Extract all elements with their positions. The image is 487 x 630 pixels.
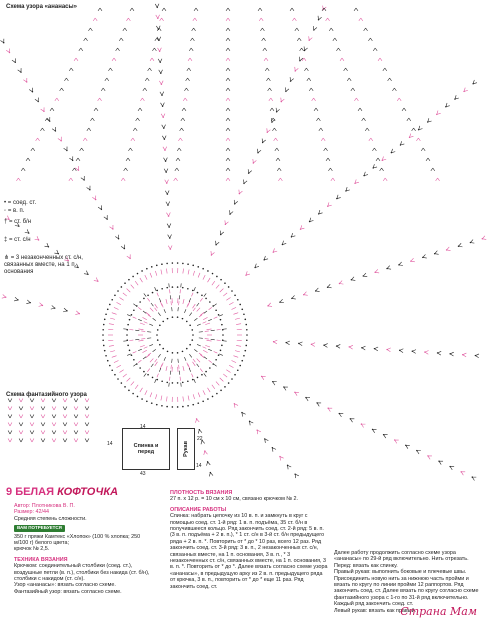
ananas-chart-title: Схема узора «ананасы»	[6, 4, 77, 10]
dim-height: 14	[107, 441, 113, 447]
chain-stitch-icon: ◦	[4, 208, 7, 214]
cluster-stitch-icon: ⋔	[4, 255, 10, 261]
article-continue: Далее работу продолжить согласно схеме у…	[334, 550, 479, 614]
legend-row-chain: ◦ = в. п.	[4, 208, 25, 214]
legend-row-dc: ‡ = ст. с/н	[4, 237, 31, 243]
legend-row-slip: • = соед. ст.	[4, 200, 37, 206]
dim-width: 43	[140, 471, 146, 477]
dim-sleeve-bottom: 14	[196, 463, 202, 469]
dim-top: 14	[140, 424, 146, 430]
double-crochet-icon: ‡	[4, 237, 8, 243]
slip-stitch-icon: •	[4, 200, 7, 206]
article-meta: Автор: Плотникова В. П. Размер: 42/44 Ср…	[14, 503, 150, 595]
schematic-sleeve: Рукав	[177, 428, 195, 470]
dim-sleeve-height: 22	[197, 436, 203, 442]
fancy-chart-title: Схема фантазийного узора	[6, 392, 87, 398]
single-crochet-icon: †	[4, 219, 8, 225]
schematic-front-back: Спинка и перед	[122, 428, 170, 470]
legend-row-sc: † = ст. б/н	[4, 219, 32, 225]
need-tag: ВАМ ПОТРЕБУЕТСЯ	[14, 525, 65, 532]
watermark: Страна Мам	[400, 605, 477, 618]
legend-row-cluster: ⋔ = 3 незаконченных ст. с/н, связанных в…	[4, 255, 83, 275]
article-work: ПЛОТНОСТЬ ВЯЗАНИЯ 27 п. х 12 р. = 10 см …	[170, 490, 328, 590]
article-title: 9 БЕЛАЯ КОФТОЧКА	[6, 486, 119, 498]
